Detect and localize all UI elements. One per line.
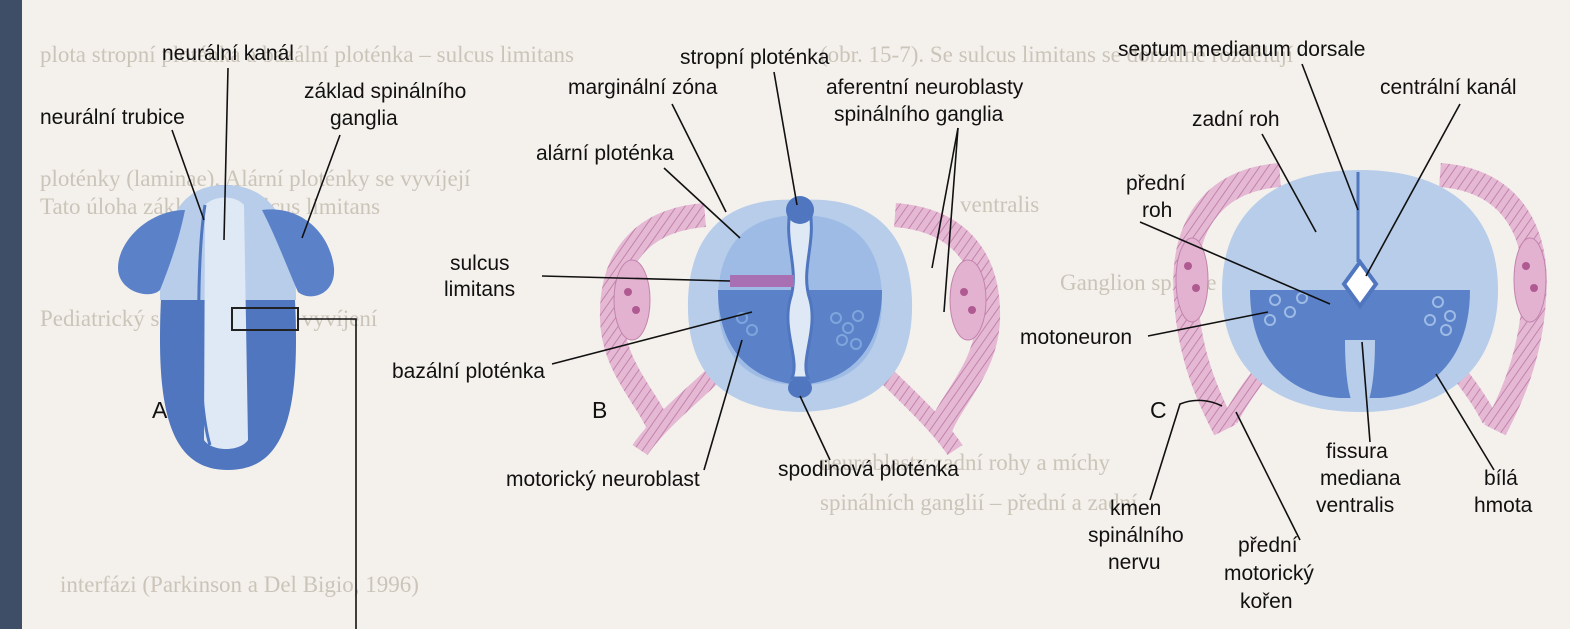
panel-c-letter: C: [1150, 397, 1167, 423]
label-neural-tube: neurální trubice: [40, 106, 185, 129]
label-sulcus-1: sulcus: [450, 252, 510, 275]
floor-plate-shape: [788, 378, 812, 398]
neural-canal-shape: [204, 198, 248, 450]
label-white-matter-2: hmota: [1474, 494, 1533, 517]
sulcus-limitans-bar: [730, 275, 794, 287]
left-spinal-ganglion: [614, 260, 650, 340]
roof-plate-shape: [786, 196, 814, 224]
label-white-matter-1: bílá: [1484, 467, 1518, 490]
svg-text:plota stropní ploténka a bazál: plota stropní ploténka a bazální ploténk…: [40, 42, 574, 67]
label-ventral-horn-2: roh: [1142, 199, 1172, 222]
svg-text:ploténky (laminae). Alární plo: ploténky (laminae). Alární ploténky se v…: [40, 166, 471, 191]
label-sulcus-2: limitans: [444, 278, 515, 301]
label-motoneuron: motoneuron: [1020, 326, 1132, 349]
label-fissure-2: mediana: [1320, 467, 1401, 490]
panel-b-spinal-cord: [612, 196, 988, 450]
svg-text:ventralis: ventralis: [960, 192, 1039, 217]
label-ventral-root-1: přední: [1238, 534, 1298, 557]
label-central-canal: centrální kanál: [1380, 76, 1517, 99]
label-spinal-ganglion-base-2: ganglia: [330, 107, 398, 130]
label-neural-canal: neurální kanál: [162, 42, 294, 65]
label-nerve-trunk-3: nervu: [1108, 551, 1161, 574]
label-ventral-root-3: kořen: [1240, 590, 1293, 613]
label-ventral-root-2: motorický: [1224, 562, 1314, 585]
panel-b-letter: B: [592, 397, 607, 423]
label-fissure-3: ventralis: [1316, 494, 1394, 517]
label-motor-neuroblast: motorický neuroblast: [506, 468, 700, 491]
label-ventral-horn-1: přední: [1126, 172, 1186, 195]
label-basal-plate: bazální ploténka: [392, 360, 545, 383]
label-spinal-ganglion-base-1: základ spinálního: [304, 80, 466, 103]
label-marginal-zone: marginální zóna: [568, 76, 718, 99]
left-edge-strip: [0, 0, 22, 629]
label-afferent-1: aferentní neuroblasty: [826, 76, 1024, 99]
ganglion-c-left: [1176, 238, 1208, 322]
svg-text:spinálních ganglií – přední a: spinálních ganglií – přední a zadní: [820, 490, 1138, 515]
label-roof-plate: stropní ploténka: [680, 46, 830, 69]
svg-text:interfázi (Parkinson a Del Big: interfázi (Parkinson a Del Bigio, 1996): [60, 572, 419, 597]
label-fissure-1: fissura: [1326, 440, 1388, 463]
central-canal-b: [788, 210, 812, 378]
label-dorsal-horn: zadní roh: [1192, 108, 1280, 131]
ganglion-c-right: [1514, 238, 1546, 322]
label-septum: septum medianum dorsale: [1118, 38, 1365, 61]
label-nerve-trunk-2: spinálního: [1088, 524, 1184, 547]
label-nerve-trunk-1: kmen: [1110, 497, 1161, 520]
panel-c-spinal-cord: [1176, 170, 1546, 430]
label-floor-plate: spodinová ploténka: [778, 458, 959, 481]
panel-a-letter: A: [152, 397, 168, 423]
right-spinal-ganglion: [950, 260, 986, 340]
label-afferent-2: spinálního ganglia: [834, 103, 1004, 126]
label-alar-plate: alární ploténka: [536, 142, 674, 165]
